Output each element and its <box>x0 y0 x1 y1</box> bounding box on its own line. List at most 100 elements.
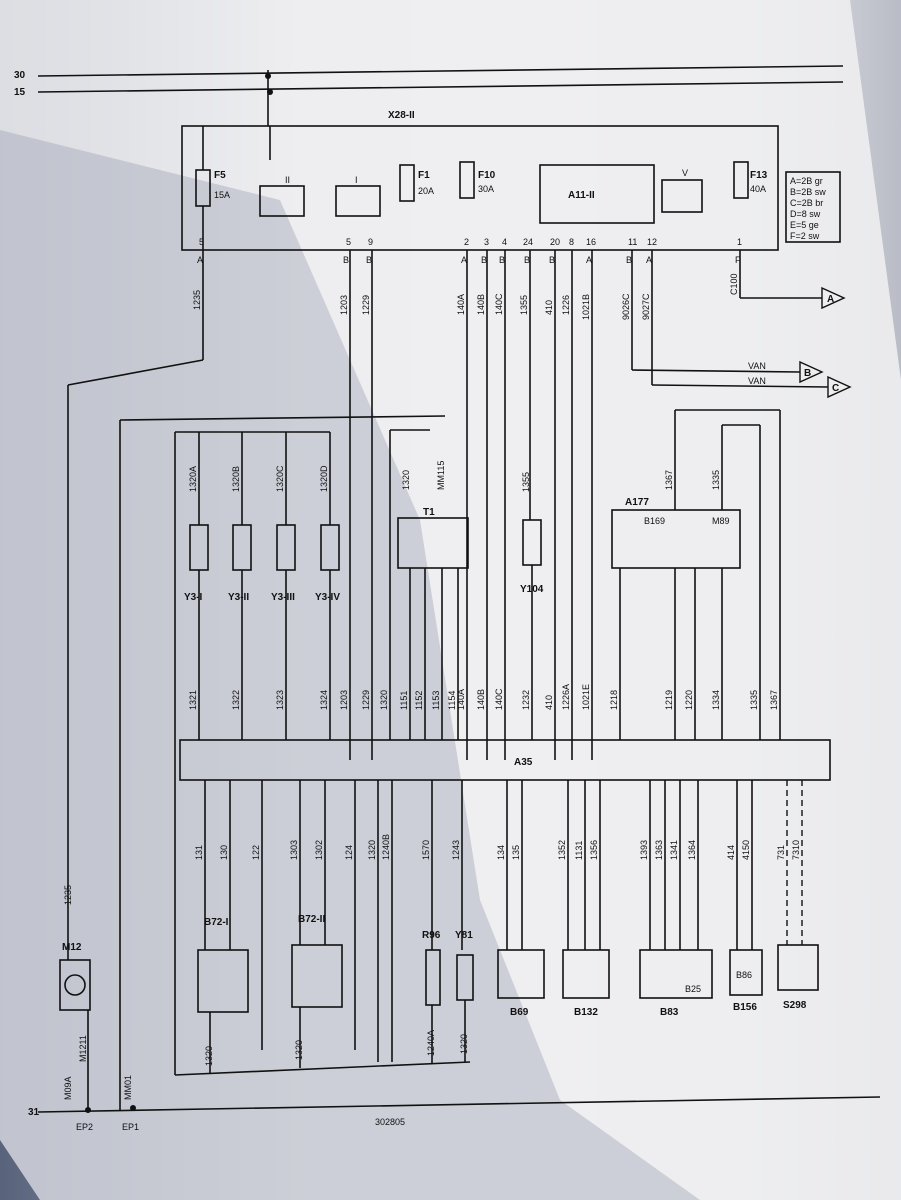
x28-letter-1: A <box>197 255 203 265</box>
wire-410: 410 <box>544 300 554 315</box>
a35-bot-wire-4: 1303 <box>289 840 299 860</box>
part-b83: B83 <box>660 1007 679 1018</box>
a35-bar <box>179 739 831 781</box>
a35-top-wire-10: 1153 <box>431 691 441 710</box>
a35-bot-wire-18: 1341 <box>669 840 679 860</box>
motor-wire-m09a: M09A <box>63 1076 73 1100</box>
doc-number: 302805 <box>375 1117 405 1127</box>
relay-i-label: I <box>355 175 358 185</box>
a35-bot-wire-10: 1243 <box>451 840 461 860</box>
motor-wire-1235: 1235 <box>63 885 73 905</box>
fuse-f13-rating: 40A <box>750 184 766 194</box>
bottom-wire-2: 1320 <box>294 1040 304 1060</box>
wire-1320b: 1320B <box>231 466 241 492</box>
connector-a: A <box>827 294 834 305</box>
a177-wire-1367: 1367 <box>664 470 674 490</box>
y104-wire: 1355 <box>521 472 531 492</box>
x28-pin-5: 5 <box>199 237 204 247</box>
a35-top-wire-14: 140C <box>494 688 504 710</box>
wire-140a: 140A <box>456 294 466 315</box>
a35-top-wire-12: 140A <box>456 689 466 710</box>
a35-bot-wire-9: 1570 <box>421 840 431 860</box>
part-b25: B25 <box>685 984 701 994</box>
van-label-2: VAN <box>748 376 766 386</box>
x28-letter-10: B <box>626 255 632 265</box>
a35-top-wire-6: 1229 <box>361 690 371 710</box>
a35-bot-wire-7: 1320 <box>367 840 377 860</box>
wire-1320d: 1320D <box>319 465 329 492</box>
part-y81: Y81 <box>455 930 473 941</box>
part-b72-ii: B72-II <box>298 914 325 925</box>
a35-bot-wire-11: 134 <box>496 845 506 860</box>
a35-bot-wire-23: 7310 <box>791 840 801 860</box>
wire-1320a: 1320A <box>188 466 198 492</box>
a35-top-wire-3: 1323 <box>275 690 285 710</box>
a35-bot-wire-8: 1240B <box>381 834 391 860</box>
fuse-f5-id: F5 <box>214 170 226 181</box>
wire-1021b: 1021B <box>581 294 591 320</box>
x28-title: X28-II <box>388 110 415 121</box>
y104-label: Y104 <box>520 584 544 595</box>
x28-letter-4: A <box>461 255 467 265</box>
a35-top-wire-2: 1322 <box>231 690 241 710</box>
wire-1235: 1235 <box>192 290 202 310</box>
a35-bot-wire-1: 131 <box>194 845 204 860</box>
x28-letter-12: F <box>735 255 741 265</box>
fuse-f10-rating: 30A <box>478 184 494 194</box>
x28-box <box>181 125 779 251</box>
a35-top-wire-20: 1219 <box>664 690 674 710</box>
x28-letter-6: B <box>499 255 505 265</box>
a35-top-wire-5: 1203 <box>339 690 349 710</box>
legend-a: A=2B gr <box>790 176 823 186</box>
a35-top-wire-13: 140B <box>476 689 486 710</box>
a35-top-wire-23: 1335 <box>749 690 759 710</box>
a177-label: A177 <box>625 497 649 508</box>
wire-9027c: 9027C <box>641 293 651 320</box>
rail-15-label: 15 <box>14 87 26 98</box>
fuse-f1-id: F1 <box>418 170 430 181</box>
a35-top-wire-1: 1321 <box>188 690 198 710</box>
part-r96: R96 <box>422 930 441 941</box>
wire-mm01: MM01 <box>123 1075 133 1100</box>
x28-pin-4: 4 <box>502 237 507 247</box>
x28-letter-3: B <box>366 255 372 265</box>
a11-module-label: A11-II <box>568 190 595 201</box>
wire-1226: 1226 <box>561 295 571 315</box>
a35-bot-wire-17: 1363 <box>654 840 664 860</box>
wire-9026c: 9026C <box>621 293 631 320</box>
bottom-wire-3: 1240A <box>426 1030 436 1056</box>
legend-d: D=8 sw <box>790 209 821 219</box>
a35-bot-wire-21: 4150 <box>741 840 751 860</box>
a35-top-wire-19: 1218 <box>609 690 619 710</box>
part-b69: B69 <box>510 1007 529 1018</box>
legend-e: E=5 ge <box>790 220 819 230</box>
motor-m12-label: M12 <box>62 942 82 953</box>
x28-letter-2: B <box>343 255 349 265</box>
legend-c: C=2B br <box>790 198 823 208</box>
motor-wire-m1211: M1211 <box>78 1035 88 1062</box>
x28-pin-24: 24 <box>523 237 533 247</box>
rail-30-label: 30 <box>14 70 26 81</box>
a35-bot-wire-20: 414 <box>726 845 736 860</box>
legend-b: B=2B sw <box>790 187 826 197</box>
a35-top-wire-9: 1152 <box>414 691 424 710</box>
a35-bot-wire-19: 1364 <box>687 840 697 860</box>
relay-v-label: V <box>682 168 688 178</box>
van-label-1: VAN <box>748 361 766 371</box>
a35-bot-wire-16: 1393 <box>639 840 649 860</box>
t1-label: T1 <box>423 507 435 518</box>
x28-pin-2: 2 <box>464 237 469 247</box>
rail-31-label: 31 <box>28 1107 40 1118</box>
injector-y3-i: Y3-I <box>184 592 203 603</box>
x28-pin-12: 12 <box>647 237 657 247</box>
a35-top-wire-4: 1324 <box>319 690 329 710</box>
legend-f: F=2 sw <box>790 231 820 241</box>
bottom-wire-4: 1320 <box>459 1034 469 1054</box>
wire-c100: C100 <box>729 273 739 295</box>
part-s298: S298 <box>783 1000 807 1011</box>
a35-top-wire-24: 1367 <box>769 690 779 710</box>
relay-ii-label: II <box>285 175 290 185</box>
a35-top-wire-7: 1320 <box>379 690 389 710</box>
